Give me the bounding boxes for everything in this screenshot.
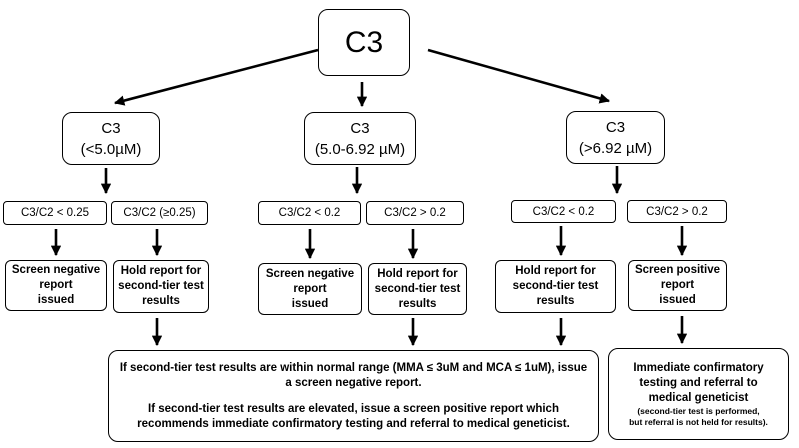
confirmatory-line: Immediate confirmatory [633, 361, 764, 374]
outcome-line: Hold report for [377, 267, 458, 280]
confirmatory-testing-box: Immediate confirmatory testing and refer… [608, 348, 789, 440]
confirmatory-note: (second-tier test is performed, [637, 405, 760, 416]
outcome-line: second-tier test [512, 280, 599, 292]
arrow-root-to-high [427, 48, 611, 104]
instruction-elevated: If second-tier test results are elevated… [137, 402, 570, 430]
outcome-node: Hold report for second-tier test results [368, 263, 467, 315]
outcome-line: results [536, 295, 575, 307]
c3-high-line1: C3 [605, 118, 626, 136]
confirmatory-line: medical geneticist [648, 391, 749, 404]
ratio-label: C3/C2 < 0.2 [278, 207, 341, 219]
ratio-node: C3/C2 < 0.2 [258, 201, 361, 225]
c3-low-node: C3 (<5.0µM) [62, 112, 160, 165]
outcome-line: Screen positive [634, 264, 720, 276]
c3-mid-line1: C3 [350, 119, 370, 137]
ratio-label: C3/C2 > 0.2 [646, 205, 708, 218]
ratio-node: C3/C2 < 0.25 [3, 201, 107, 225]
c3-low-line2: (<5.0µM) [80, 140, 142, 158]
ratio-label: C3/C2 > 0.2 [384, 207, 446, 219]
ratio-label: C3/C2 < 0.2 [532, 205, 595, 218]
outcome-line: results [142, 295, 180, 307]
outcome-line: report [293, 282, 327, 295]
ratio-node: C3/C2 > 0.2 [366, 201, 464, 225]
c3-mid-node: C3 (5.0-6.92 µM) [304, 112, 416, 165]
arrow-root-to-low [113, 48, 319, 106]
c3-high-line2: (>6.92 µM) [578, 139, 653, 157]
outcome-line: Hold report for [120, 265, 202, 277]
outcome-line: results [398, 297, 437, 310]
second-tier-instructions-box: If second-tier test results are within n… [108, 350, 599, 442]
ratio-node: C3/C2 > 0.2 [627, 200, 727, 223]
ratio-label: C3/C2 (≥0.25) [123, 207, 196, 219]
root-label: C3 [344, 25, 384, 59]
confirmatory-line: testing and referral to [639, 376, 758, 389]
outcome-line: issued [659, 294, 696, 306]
ratio-label: C3/C2 < 0.25 [20, 207, 90, 219]
root-node: C3 [318, 9, 410, 76]
confirmatory-note: but referral is not held for results). [629, 416, 768, 427]
outcome-line: issued [291, 297, 329, 310]
outcome-line: second-tier test [118, 280, 204, 292]
outcome-line: Screen negative [265, 267, 355, 280]
outcome-line: Hold report for [515, 265, 596, 277]
outcome-node: Hold report for second-tier test results [495, 260, 616, 313]
outcome-node: Screen negative report issued [258, 263, 362, 315]
outcome-node: Screen positive report issued [628, 260, 727, 311]
c3-mid-line2: (5.0-6.92 µM) [314, 140, 406, 158]
instruction-normal: If second-tier test results are within n… [119, 361, 588, 389]
c3-high-node: C3 (>6.92 µM) [566, 111, 665, 164]
outcome-line: report [660, 279, 695, 291]
c3-low-line1: C3 [101, 119, 121, 137]
outcome-line: report [39, 279, 73, 291]
ratio-node: C3/C2 < 0.2 [511, 200, 616, 223]
outcome-line: issued [37, 294, 75, 306]
outcome-line: Screen negative [11, 264, 101, 276]
outcome-node: Screen negative report issued [5, 260, 107, 311]
outcome-line: second-tier test [374, 282, 461, 295]
outcome-node: Hold report for second-tier test results [113, 260, 209, 313]
ratio-node: C3/C2 (≥0.25) [111, 201, 208, 225]
